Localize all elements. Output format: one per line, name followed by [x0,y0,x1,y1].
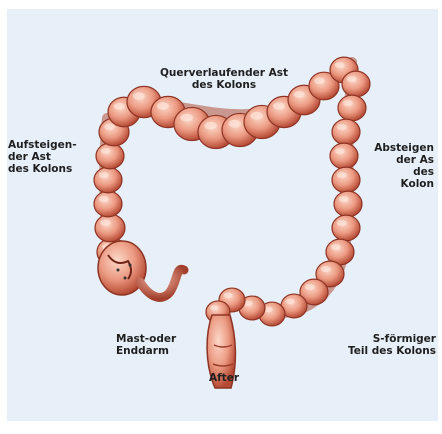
haustrum-highlight [337,220,347,226]
label-transverse-colon: Querverlaufender Ast des Kolons [140,67,308,91]
label-descending-colon: Absteigen der As des Kolon [368,142,434,190]
haustrum-highlight [337,172,347,178]
haustrum-highlight [335,62,345,68]
haustrum-highlight [224,293,233,299]
haustrum-highlight [305,284,315,290]
haustrum-highlight [339,196,349,202]
label-sigmoid-colon: S-förmiger Teil des Kolons [322,333,436,357]
haustrum-highlight [331,244,341,250]
haustrum-highlight [314,77,325,84]
colon-haustrum [330,143,358,169]
haustrum-highlight [335,148,345,154]
colon-haustrum [338,95,366,121]
colon-haustrum [332,215,360,241]
label-anus: After [196,372,252,384]
colon-haustrum [94,191,122,217]
haustrum-highlight [180,114,193,122]
haustrum-highlight [337,124,347,130]
haustrum-highlight [286,299,295,305]
colon-haustrum [332,167,360,193]
label-ascending-colon: Aufsteigen- der Ast des Kolons [8,139,104,175]
haustrum-highlight [133,92,145,99]
haustrum-highlight [114,103,125,110]
haustrum-highlight [100,219,111,226]
haustrum-highlight [210,305,218,310]
haustrum-highlight [157,102,169,109]
colon-haustrum [342,71,370,97]
haustrum-highlight [104,123,115,130]
haustrum-highlight [294,91,305,98]
haustrum-highlight [273,102,285,109]
haustrum-highlight [204,122,217,130]
haustrum-highlight [228,120,241,128]
colon-haustrum [334,191,362,217]
haustrum-highlight [99,196,109,202]
colon-haustrum [95,214,125,242]
appendix [140,269,184,297]
haustrum-highlight [347,76,357,82]
haustrum-highlight [343,100,353,106]
colon-haustrum [332,119,360,145]
haustrum-highlight [250,112,263,120]
haustrum-highlight [321,266,331,272]
label-rectum: Mast-oder Enddarm [116,333,206,357]
